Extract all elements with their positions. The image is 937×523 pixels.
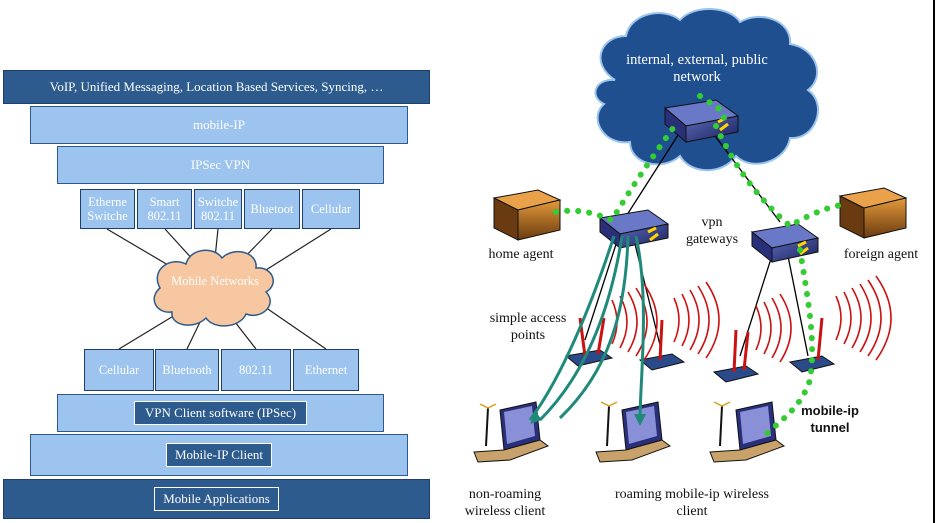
right-border bbox=[933, 0, 935, 523]
mobile-ip-label: mobile-IP bbox=[193, 117, 245, 132]
roaming-arrow-heads bbox=[530, 412, 646, 426]
network-box-bluetooth: Bluetoot bbox=[244, 189, 300, 229]
vpn-gateways-label: vpn gateways bbox=[682, 214, 742, 248]
network-box-smart-80211: Smart 802.11 bbox=[137, 189, 192, 229]
vpn-client-box: VPN Client software (IPSec) bbox=[133, 401, 308, 425]
mobile-apps-bar: Mobile Applications bbox=[3, 479, 430, 519]
mobile-ip-tunnel-label: mobile-ip tunnel bbox=[790, 402, 870, 436]
laptop-nonroaming-icon bbox=[473, 401, 550, 463]
network-box-label: Smart 802.11 bbox=[147, 195, 182, 223]
mobile-ip-tunnel-text: mobile-ip tunnel bbox=[801, 403, 859, 435]
network-box-bluetooth-bottom: Bluetooth bbox=[155, 349, 219, 391]
access-points-label: simple access points bbox=[480, 310, 576, 344]
mobile-ip-client-label: Mobile-IP Client bbox=[175, 447, 263, 462]
network-box-label: Ethernet bbox=[304, 363, 348, 377]
network-box-ethernet-bottom: Ethernet bbox=[293, 349, 359, 391]
nonroaming-client-label: non-roaming wireless client bbox=[450, 486, 560, 520]
network-box-label: Bluetooth bbox=[162, 363, 212, 377]
vpn-gateway-right-icon bbox=[750, 223, 820, 264]
mobile-ip-client-bar: Mobile-IP Client bbox=[30, 434, 408, 476]
network-box-switched-80211: Switche 802.11 bbox=[194, 189, 242, 229]
internet-cloud-label: internal, external, public network bbox=[612, 52, 782, 86]
network-box-label: 802.11 bbox=[239, 363, 273, 377]
home-agent-label: home agent bbox=[466, 246, 576, 263]
home-agent-text: home agent bbox=[488, 247, 554, 262]
services-bar: VoIP, Unified Messaging, Location Based … bbox=[3, 70, 430, 104]
network-box-label: Switche 802.11 bbox=[197, 195, 239, 223]
mobile-apps-box: Mobile Applications bbox=[154, 487, 279, 511]
network-box-cellular: Cellular bbox=[302, 189, 360, 229]
foreign-agent-server-icon bbox=[838, 187, 908, 239]
network-box-label: Etherne Switche bbox=[87, 195, 128, 223]
access-points-text: simple access points bbox=[489, 311, 567, 343]
mobile-networks-cloud-shape bbox=[153, 249, 274, 327]
network-box-cellular-bottom: Cellular bbox=[84, 349, 154, 391]
foreign-agent-label: foreign agent bbox=[826, 246, 936, 263]
network-box-label: Cellular bbox=[98, 363, 140, 377]
roaming-client-label: roaming mobile-ip wireless client bbox=[612, 486, 772, 520]
network-box-label: Cellular bbox=[310, 202, 352, 216]
network-box-label: Bluetoot bbox=[250, 202, 294, 216]
mobile-ip-client-box: Mobile-IP Client bbox=[166, 443, 272, 467]
internet-cloud-shape bbox=[594, 7, 819, 172]
access-point-3-icon bbox=[712, 329, 760, 383]
vpn-gateways-text: vpn gateways bbox=[685, 215, 739, 247]
nonroaming-client-text: non-roaming wireless client bbox=[464, 487, 546, 519]
internet-cloud-text: internal, external, public network bbox=[626, 52, 768, 85]
vpn-gateway-left-icon bbox=[598, 209, 670, 250]
roaming-path-arrows bbox=[528, 235, 645, 422]
access-point-2-icon bbox=[638, 319, 686, 371]
laptop-mobile-ip-icon bbox=[709, 401, 786, 463]
ipsec-vpn-label: IPSec VPN bbox=[190, 157, 251, 172]
mobile-networks-label: Mobile Networks bbox=[170, 274, 260, 288]
mobile-ip-bar: mobile-IP bbox=[30, 106, 408, 144]
services-label: VoIP, Unified Messaging, Location Based … bbox=[49, 79, 384, 94]
mobile-networks-text: Mobile Networks bbox=[171, 274, 259, 288]
home-agent-server-icon bbox=[492, 189, 562, 241]
roaming-client-text: roaming mobile-ip wireless client bbox=[615, 487, 769, 519]
ipsec-vpn-bar: IPSec VPN bbox=[57, 146, 384, 184]
mobile-apps-label: Mobile Applications bbox=[163, 491, 270, 506]
network-links-bottom bbox=[118, 304, 327, 350]
vpn-client-label: VPN Client software (IPSec) bbox=[144, 405, 297, 420]
foreign-agent-text: foreign agent bbox=[843, 247, 919, 262]
laptop-roaming-icon bbox=[595, 401, 672, 463]
network-box-ethernet-switch: Etherne Switche bbox=[80, 189, 135, 229]
vpn-client-bar: VPN Client software (IPSec) bbox=[57, 394, 384, 432]
mobile-ip-tunnel-dots bbox=[553, 93, 851, 443]
network-box-80211-bottom: 802.11 bbox=[221, 349, 291, 391]
